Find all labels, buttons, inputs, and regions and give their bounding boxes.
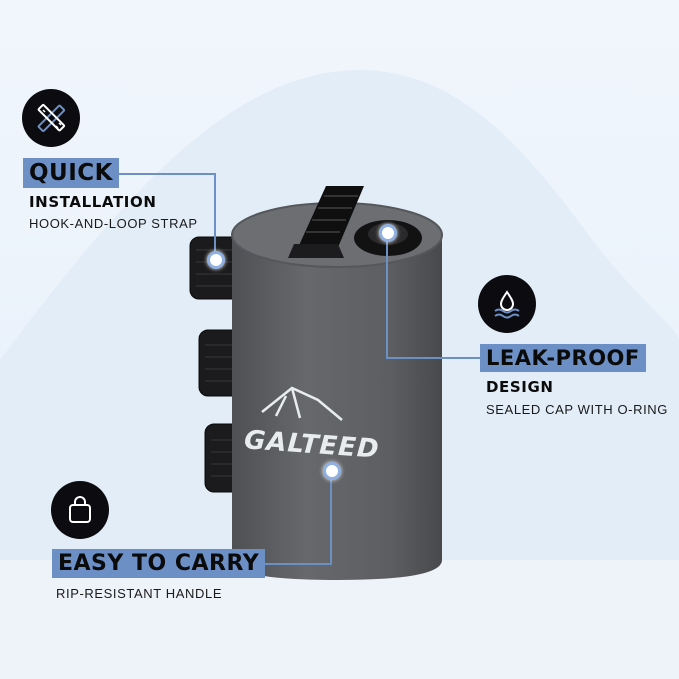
leak-proof-subtitle: DESIGN <box>486 378 554 396</box>
connector-line-leak <box>386 233 388 358</box>
water-drop-icon <box>494 290 520 319</box>
cap-highlight-dot <box>379 224 397 242</box>
body-highlight-dot <box>323 462 341 480</box>
brand-logo-tent <box>261 386 343 421</box>
leak-proof-icon-badge <box>478 275 536 333</box>
quick-title: QUICK <box>23 158 119 188</box>
easy-carry-icon-badge <box>51 481 109 539</box>
connector-line-quick <box>214 173 216 258</box>
strap-highlight-dot <box>207 251 225 269</box>
carry-handle <box>288 186 364 258</box>
ruler-pencil-icon <box>37 103 66 133</box>
connector-line-carry <box>330 470 332 564</box>
shopping-bag-icon <box>69 496 91 523</box>
easy-carry-title: EASY TO CARRY <box>52 549 266 578</box>
quick-description: HOOK-AND-LOOP STRAP <box>29 216 198 231</box>
connector-line-quick <box>116 173 216 175</box>
connector-line-leak <box>386 357 482 359</box>
connector-line-carry <box>262 563 332 565</box>
leak-proof-title: LEAK-PROOF <box>480 344 646 372</box>
quick-installation-icon-badge <box>22 89 80 147</box>
quick-subtitle: INSTALLATION <box>29 193 157 211</box>
easy-carry-description: RIP-RESISTANT HANDLE <box>56 586 223 601</box>
leak-proof-description: SEALED CAP WITH O-RING <box>486 402 668 417</box>
